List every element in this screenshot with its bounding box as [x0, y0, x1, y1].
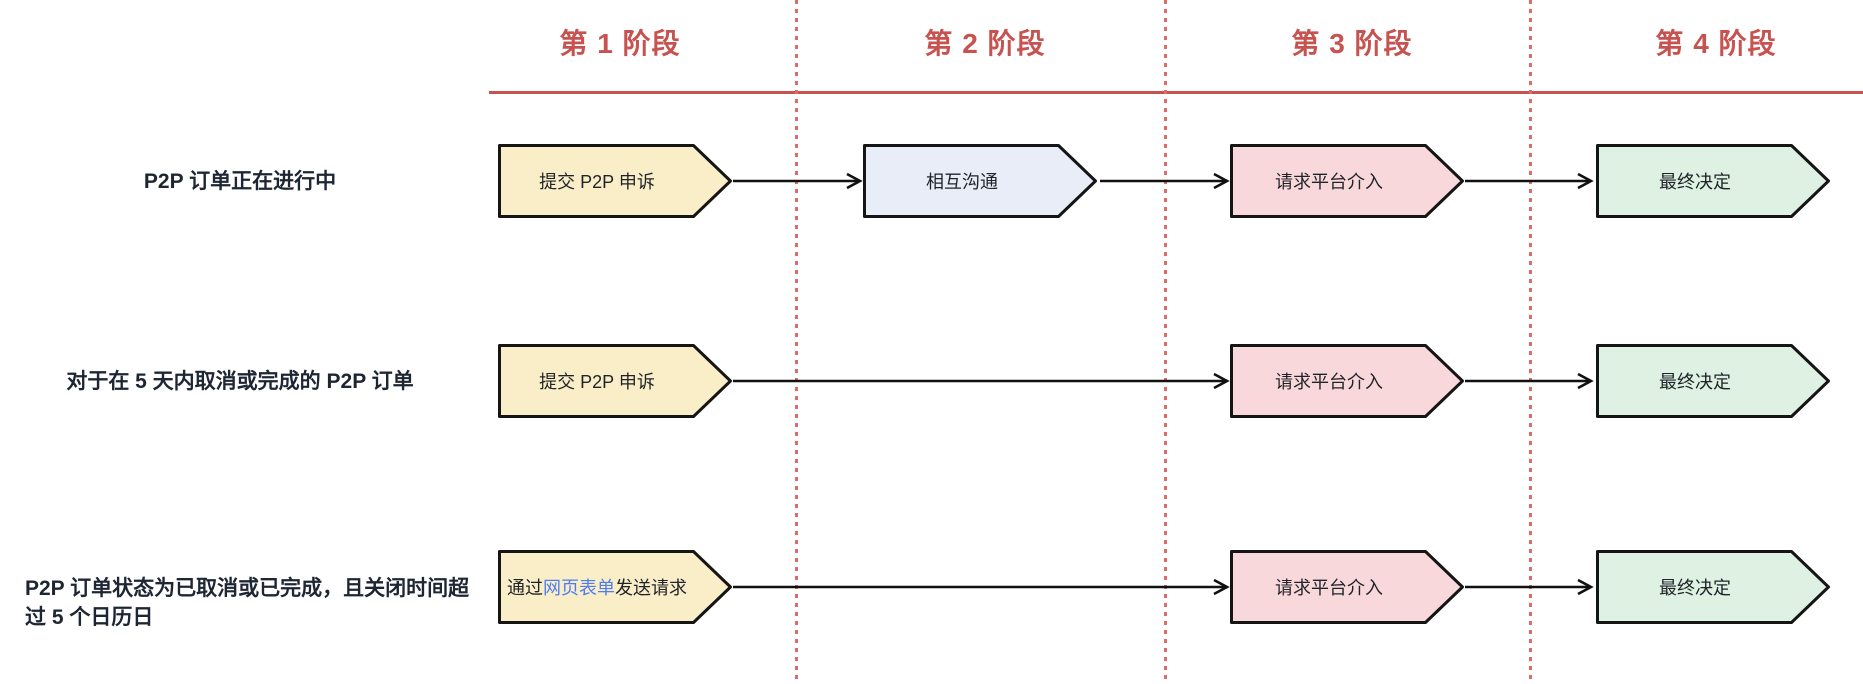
step-box-final-decision: 最终决定 — [1596, 144, 1830, 218]
stage-divider-2 — [1164, 0, 1167, 684]
step-label: 最终决定 — [1659, 372, 1731, 392]
step-label: 请求平台介入 — [1275, 172, 1383, 192]
step-box-request-platform-intervention: 请求平台介入 — [1230, 550, 1464, 624]
step-label: 请求平台介入 — [1275, 578, 1383, 598]
step-box-submit-web-form-request: 通过网页表单发送请求 — [498, 550, 732, 624]
pentagon-shape — [1596, 550, 1830, 624]
web-form-link[interactable]: 网页表单 — [543, 578, 615, 598]
flow-arrow — [733, 172, 863, 190]
flow-arrow — [1465, 578, 1594, 596]
step-label: 相互沟通 — [926, 172, 998, 192]
step-box-submit-appeal: 提交 P2P 申诉 — [498, 344, 732, 418]
step-box-final-decision: 最终决定 — [1596, 344, 1830, 418]
stage-header-underline — [489, 91, 1863, 94]
step-label: 提交 P2P 申诉 — [539, 172, 655, 192]
step-box-final-decision: 最终决定 — [1596, 550, 1830, 624]
stage-1-header: 第 1 阶段 — [559, 28, 681, 59]
pentagon-shape — [498, 344, 732, 418]
stage-3-header: 第 3 阶段 — [1291, 28, 1413, 59]
flow-arrow — [733, 578, 1230, 596]
pentagon-shape — [863, 144, 1097, 218]
step-label-prefix: 通过 — [507, 578, 543, 598]
stage-4-header: 第 4 阶段 — [1655, 28, 1777, 59]
step-label: 最终决定 — [1659, 578, 1731, 598]
stage-2-header: 第 2 阶段 — [924, 28, 1046, 59]
step-box-request-platform-intervention: 请求平台介入 — [1230, 144, 1464, 218]
pentagon-shape — [1230, 344, 1464, 418]
step-label: 通过网页表单发送请求 — [504, 550, 690, 624]
stage-divider-1 — [795, 0, 798, 684]
pentagon-shape — [1596, 344, 1830, 418]
row-label-order-in-progress: P2P 订单正在进行中 — [143, 170, 337, 193]
step-label: 最终决定 — [1659, 172, 1731, 192]
row-label-cancelled-within-5-days: 对于在 5 天内取消或完成的 P2P 订单 — [66, 370, 414, 393]
flow-arrow — [733, 372, 1230, 390]
step-label: 提交 P2P 申诉 — [539, 372, 655, 392]
row-label-closed-over-5-calendar-days: P2P 订单状态为已取消或已完成，且关闭时间超过 5 个日历日 — [25, 577, 470, 629]
step-box-request-platform-intervention: 请求平台介入 — [1230, 344, 1464, 418]
pentagon-shape — [498, 144, 732, 218]
pentagon-shape — [1596, 144, 1830, 218]
pentagon-shape — [498, 550, 732, 624]
flow-arrow — [1465, 172, 1594, 190]
flow-arrow — [1100, 172, 1230, 190]
step-label-suffix: 发送请求 — [615, 578, 687, 598]
pentagon-shape — [1230, 550, 1464, 624]
pentagon-shape — [1230, 144, 1464, 218]
flow-arrow — [1465, 372, 1594, 390]
step-box-submit-appeal: 提交 P2P 申诉 — [498, 144, 732, 218]
step-box-mutual-communication: 相互沟通 — [863, 144, 1097, 218]
stage-divider-3 — [1529, 0, 1532, 684]
step-label: 请求平台介入 — [1275, 372, 1383, 392]
